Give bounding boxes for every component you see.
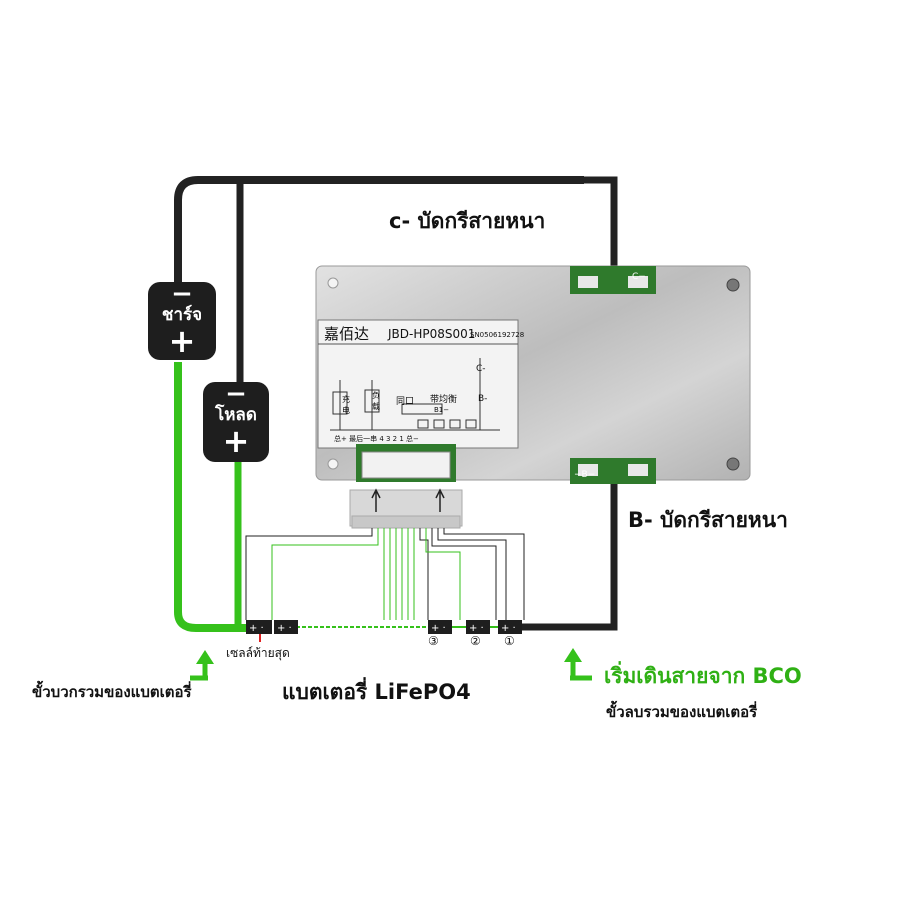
board-serial: SN0506192728 xyxy=(470,331,525,339)
load-minus-sign: − xyxy=(225,379,247,409)
load-label: โหลด xyxy=(215,405,257,425)
charge-plus-sign: + xyxy=(168,322,196,360)
battery-cell xyxy=(428,620,452,634)
start-wiring-label: เริ่มเดินสายจาก BCO xyxy=(604,664,802,688)
schematic-balance-label: 带均衡 xyxy=(430,395,458,405)
board-screw-hole xyxy=(726,457,740,471)
board-screw-hole xyxy=(726,278,740,292)
b-minus-wire xyxy=(520,478,618,631)
battery-cell xyxy=(498,620,522,634)
c-minus-wire xyxy=(580,176,618,276)
schematic-charge-label: 充电 xyxy=(342,395,350,415)
schematic-bottom-label: 总+ 最后一串 4 3 2 1 总− xyxy=(334,435,419,443)
battery-positive-label: ขั้วบวกรวมของแบตเตอรี่ xyxy=(32,683,192,701)
battery-cell xyxy=(466,620,490,634)
board-screw-hole xyxy=(327,277,339,289)
battery-cell xyxy=(274,620,298,634)
schematic-sync-label: 同口 xyxy=(396,397,415,407)
charge-minus-sign: − xyxy=(171,279,193,309)
schematic-c-label: C- xyxy=(476,364,486,374)
last-cell-label: เซลล์ท้ายสุด xyxy=(226,646,290,660)
schematic-load-label: 负载 xyxy=(372,391,380,411)
cell-number-2: ② xyxy=(470,634,481,648)
svg-text:+ ·: + · xyxy=(469,623,484,634)
svg-text:+ ·: + · xyxy=(277,623,292,634)
board-model: JBD-HP08S001 xyxy=(388,327,476,341)
battery-cell xyxy=(246,620,272,634)
charge-label: ชาร์จ xyxy=(161,305,203,325)
svg-text:+ ·: + · xyxy=(501,623,516,634)
board-brand: 嘉佰达 xyxy=(324,325,370,343)
load-plus-sign: + xyxy=(222,422,250,460)
battery-negative-label: ขั้วลบรวมของแบตเตอรี่ xyxy=(606,703,758,721)
pad-c-minus-label: C− xyxy=(632,272,646,282)
board-screw-hole xyxy=(327,458,339,470)
b-minus-label: B- บัดกรีสายหนา xyxy=(628,508,788,532)
charge-terminal-box: − ชาร์จ + xyxy=(148,279,216,360)
charge-negative-wire xyxy=(174,176,584,290)
battery-title: แบตเตอรี่ LiFePO4 xyxy=(282,680,471,704)
charge-positive-wire xyxy=(174,362,248,632)
c-minus-label: c- บัดกรีสายหนา xyxy=(389,209,546,233)
load-terminal-box: − โหลด + xyxy=(203,379,269,462)
svg-text:+ ·: + · xyxy=(431,623,446,634)
schematic-b1-label: B1− xyxy=(434,406,450,414)
cell-number-3: ③ xyxy=(428,634,439,648)
cell-number-1: ① xyxy=(504,634,515,648)
svg-text:+ ·: + · xyxy=(249,623,264,634)
schematic-b-label: B- xyxy=(478,394,488,404)
pad-b-minus-label: −B− xyxy=(574,470,596,480)
